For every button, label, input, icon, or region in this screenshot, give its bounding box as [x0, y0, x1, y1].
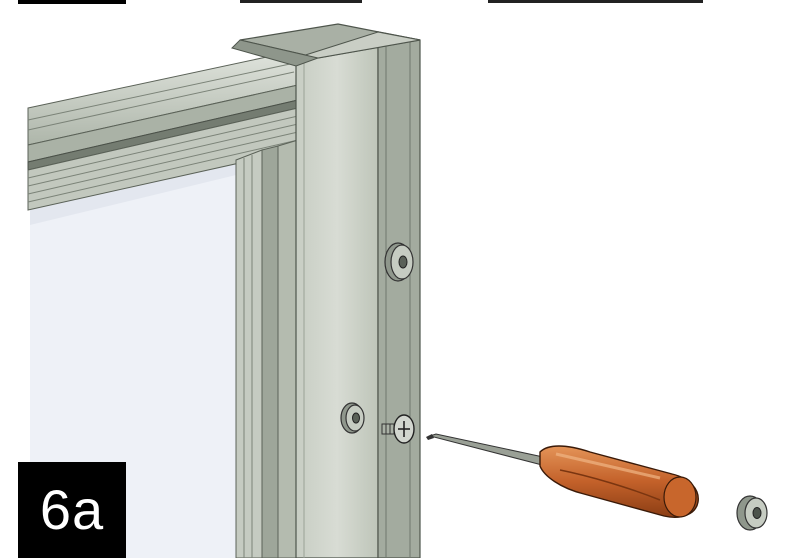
top-border-fragments: [18, 0, 703, 4]
screwdriver: [426, 434, 698, 517]
loose-washer: [737, 496, 767, 530]
middle-washer: [341, 403, 364, 433]
inner-vertical-rail: [236, 140, 298, 558]
screwdriver-handle: [540, 446, 698, 517]
vertical-post: [296, 32, 420, 558]
upper-washer: [385, 243, 413, 281]
step-number-badge: 6a: [18, 462, 126, 558]
